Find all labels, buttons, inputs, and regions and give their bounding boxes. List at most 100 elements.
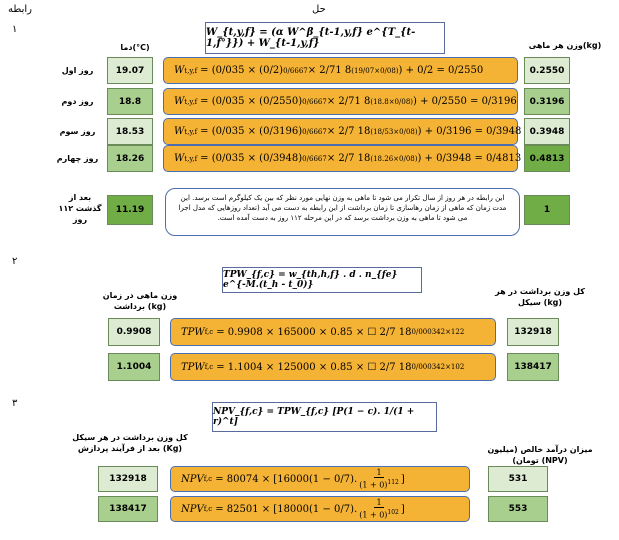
equation-lhs-sub: t,y,f xyxy=(184,127,198,136)
equation-fraction: 1(1 + 0)112 xyxy=(359,468,399,490)
weight-value: 0.4813 xyxy=(529,153,565,164)
explanation-note: این رابطه در هر روز از سال تکرار می شود … xyxy=(165,188,520,236)
weight-value: 0.3196 xyxy=(529,96,565,107)
equation-close: ] xyxy=(400,473,405,485)
equation-body: = (0/035 × (0/3196) xyxy=(200,126,303,137)
equation-mid: × 2/71 8 xyxy=(307,65,352,76)
fraction-denominator: (1 + 0)102 xyxy=(359,509,399,520)
equation-exponent: 0/000342×122 xyxy=(411,328,465,336)
equation-exponent: 0/6667 xyxy=(283,66,308,75)
equation-lhs-sub: t,y,f xyxy=(184,154,198,163)
equation-lhs-sub: t,y,f xyxy=(184,66,198,75)
equation-body: = (0/035 × (0/2) xyxy=(200,65,284,76)
processed-weight-header: کل وزن برداشت در هر سیکل بعد از فرآیند پ… xyxy=(72,433,188,453)
temperature-value: 19.07 xyxy=(115,65,145,76)
npv-header: میزان درآمد خالص (میلیون تومان) (NPV) xyxy=(487,445,593,465)
equation-body: = (0/035 × (0/2550) xyxy=(200,96,303,107)
equation-lhs-sub: f,c xyxy=(204,363,214,371)
day-label: روز دوم xyxy=(61,97,94,106)
weight-value: 0.3948 xyxy=(529,126,565,137)
total-harvest-value: 138417 xyxy=(514,362,552,372)
equation-body: = 80074 × [16000(1 − 0/7). xyxy=(215,473,358,485)
temperature-header: دما(°C) xyxy=(120,43,150,52)
npv-cell: 531 xyxy=(488,466,548,492)
equation-lhs: TPW xyxy=(181,361,205,373)
total-harvest-cell: 132918 xyxy=(507,318,559,346)
equation-lhs: TPW xyxy=(181,326,205,338)
equation-lhs-sub: f,c xyxy=(204,328,214,336)
after-days-label: بعد از گذشت ۱۱۲ روز xyxy=(58,193,102,224)
equation-result: ) + 0/2 = 0/2550 xyxy=(398,65,484,76)
equation-body: = 1.1004 × 125000 × 0.85 × ☐ 2/7 18 xyxy=(216,361,412,373)
equation-exponent: 0/6667 xyxy=(302,97,327,106)
final-temperature-value: 11.19 xyxy=(115,205,145,215)
harvest-weight-cell: 0.9908 xyxy=(108,318,160,346)
final-weight-value: 1 xyxy=(543,205,551,215)
fraction-denominator: (1 + 0)112 xyxy=(359,479,399,490)
processed-weight-cell: 138417 xyxy=(98,496,158,522)
weight-header: وزن هر ماهی(kg) xyxy=(528,41,602,50)
equation-lhs: NPV xyxy=(181,473,204,485)
equation-lhs-sub: f,c xyxy=(203,505,213,513)
equation-lhs: W xyxy=(174,153,185,164)
processed-weight-value: 132918 xyxy=(109,474,147,484)
equation-result: ) + 0/3196 = 0/3948 xyxy=(417,126,522,137)
final-temperature: 11.19 xyxy=(107,195,153,225)
temperature-value: 18.53 xyxy=(115,126,145,137)
equation-mid: × 2/7 18 xyxy=(326,126,371,137)
equation-lhs-sub: f,c xyxy=(203,475,213,483)
solution-header: حل xyxy=(312,4,326,15)
relation-header: رابطه xyxy=(8,4,32,15)
temperature-cell: 18.26 xyxy=(107,145,153,172)
day-label: روز اول xyxy=(61,66,94,75)
total-harvest-header: کل وزن برداشت در هر سیکل (kg) xyxy=(495,287,585,307)
equation-mid: × 2/71 8 xyxy=(326,96,371,107)
harvest-weight-value: 1.1004 xyxy=(116,362,152,372)
equation-lhs: W xyxy=(174,65,185,76)
weight-cell: 0.3948 xyxy=(524,118,570,145)
npv-value: 553 xyxy=(508,504,528,514)
equation-exponent: 0/6667 xyxy=(302,154,327,163)
day-label: روز چهارم xyxy=(56,154,99,163)
equation-body: = (0/035 × (0/3948) xyxy=(200,153,303,164)
fraction-numerator: 1 xyxy=(374,498,384,509)
equation-body: = 82501 × [18000(1 − 0/7). xyxy=(215,503,358,515)
temperature-value: 18.8 xyxy=(118,96,142,107)
growth-formula-text: W_{t,y,f} = (α W^β_{t-1,y,f} e^{T_{t-1,f… xyxy=(206,27,416,49)
equation-fraction: 1(1 + 0)102 xyxy=(359,498,399,520)
equation-lhs: W xyxy=(174,96,185,107)
harvest-weight-value: 0.9908 xyxy=(116,327,152,337)
fraction-numerator: 1 xyxy=(374,468,384,479)
weight-value: 0.2550 xyxy=(529,65,565,76)
total-harvest-cell: 138417 xyxy=(507,353,559,381)
processed-weight-cell: 132918 xyxy=(98,466,158,492)
tpw-formula: TPW_{f,c} = w_{th,h,f} . d . n_{fe} e^{-… xyxy=(222,267,422,293)
harvest-weight-header: وزن ماهی در زمان برداشت (kg) xyxy=(102,291,178,311)
equation-lhs: NPV xyxy=(181,503,204,515)
equation-close: ] xyxy=(400,503,405,515)
harvest-weight-cell: 1.1004 xyxy=(108,353,160,381)
npv-cell: 553 xyxy=(488,496,548,522)
equation-exponent: (18.8×0/08) xyxy=(370,97,414,106)
npv-formula: NPV_{f,c} = TPW_{f,c} [P(1 − c). 1/(1 + … xyxy=(212,402,437,432)
day-label: روز سوم xyxy=(59,127,96,136)
weight-cell: 0.2550 xyxy=(524,57,570,84)
npv-formula-text: NPV_{f,c} = TPW_{f,c} [P(1 − c). 1/(1 + … xyxy=(213,407,415,427)
weight-cell: 0.3196 xyxy=(524,88,570,115)
equation-lhs-sub: t,y,f xyxy=(184,97,198,106)
temperature-cell: 18.53 xyxy=(107,118,153,145)
section-number-2: ۲ xyxy=(12,256,18,267)
equation-lhs: W xyxy=(174,126,185,137)
equation-result: ) + 0/3948 = 0/4813 xyxy=(417,153,522,164)
equation-exponent: (19/07×0/08) xyxy=(351,66,399,75)
weight-cell: 0.4813 xyxy=(524,145,570,172)
equation-body: = 0.9908 × 165000 × 0.85 × ☐ 2/7 18 xyxy=(216,326,412,338)
